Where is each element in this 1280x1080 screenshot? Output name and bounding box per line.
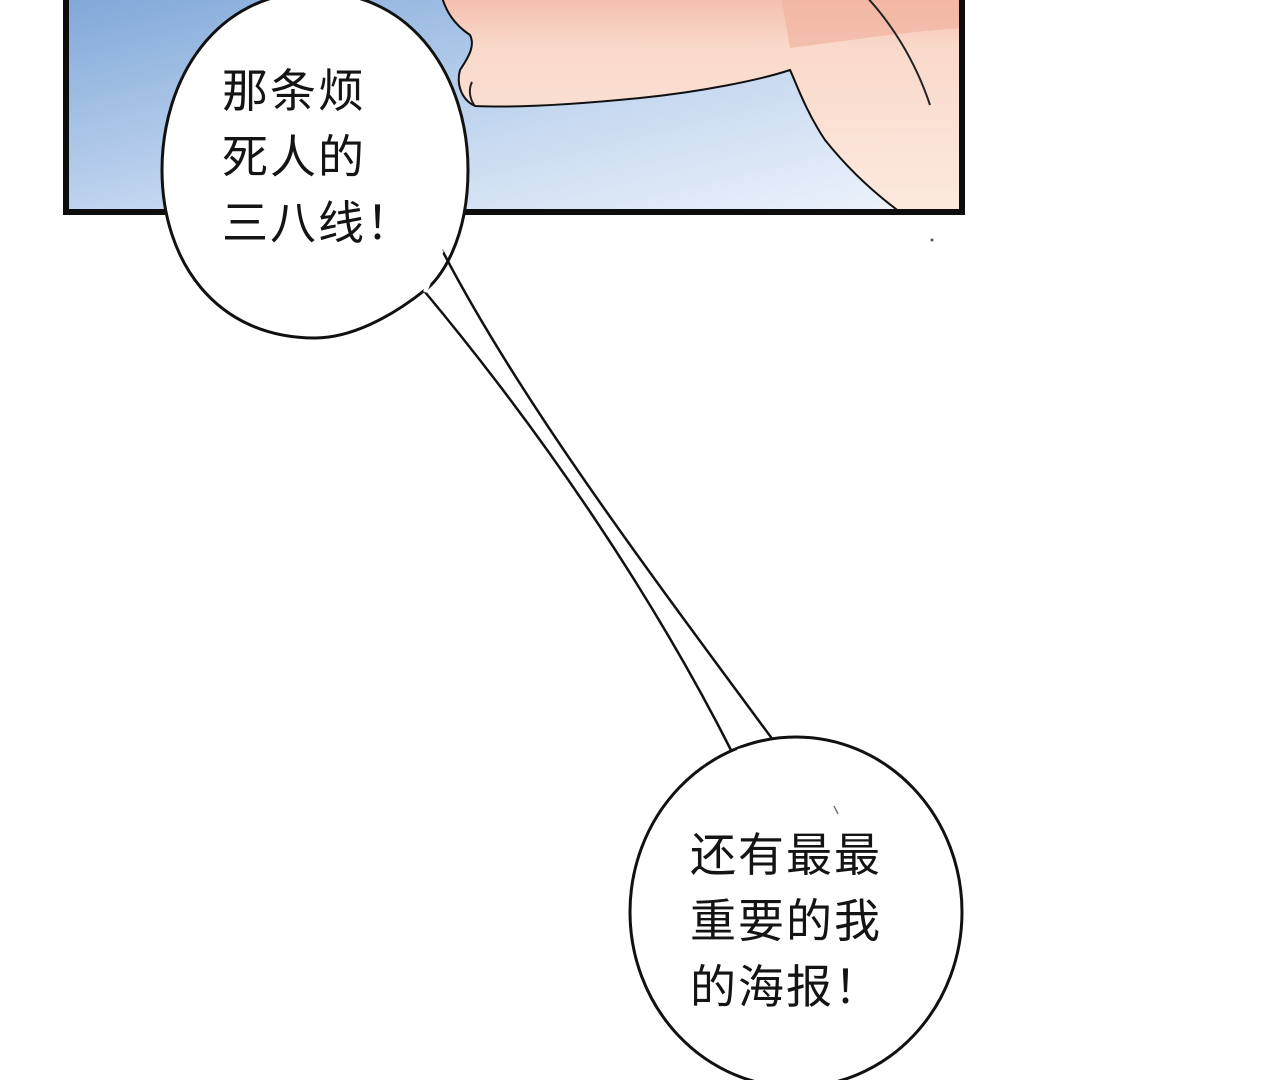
speech-bubble-1 xyxy=(160,0,470,340)
panel-border xyxy=(63,0,965,215)
finger-line xyxy=(468,81,476,107)
speck-mark xyxy=(930,238,934,242)
arm-shadow xyxy=(781,0,962,48)
speech-line: 的海报！ xyxy=(690,960,882,1014)
speech-line: 死人的 xyxy=(222,130,366,184)
speech-bubble-2 xyxy=(628,735,964,1080)
speech-bubble-1-text: 那条烦 死人的 三八线！ xyxy=(222,58,414,256)
speech-line: 还有最最 xyxy=(690,828,882,882)
speech-line: 重要的我 xyxy=(690,894,882,948)
speech-line: 三八线！ xyxy=(222,196,414,250)
speech-line: 那条烦 xyxy=(222,64,366,118)
bubble-connector-tail xyxy=(423,249,778,753)
arm-drawing xyxy=(441,0,963,213)
arm-contour-line xyxy=(868,0,931,106)
speck-mark xyxy=(833,805,839,815)
speech-bubble-2-text: 还有最最 重要的我 的海报！ xyxy=(690,822,882,1020)
